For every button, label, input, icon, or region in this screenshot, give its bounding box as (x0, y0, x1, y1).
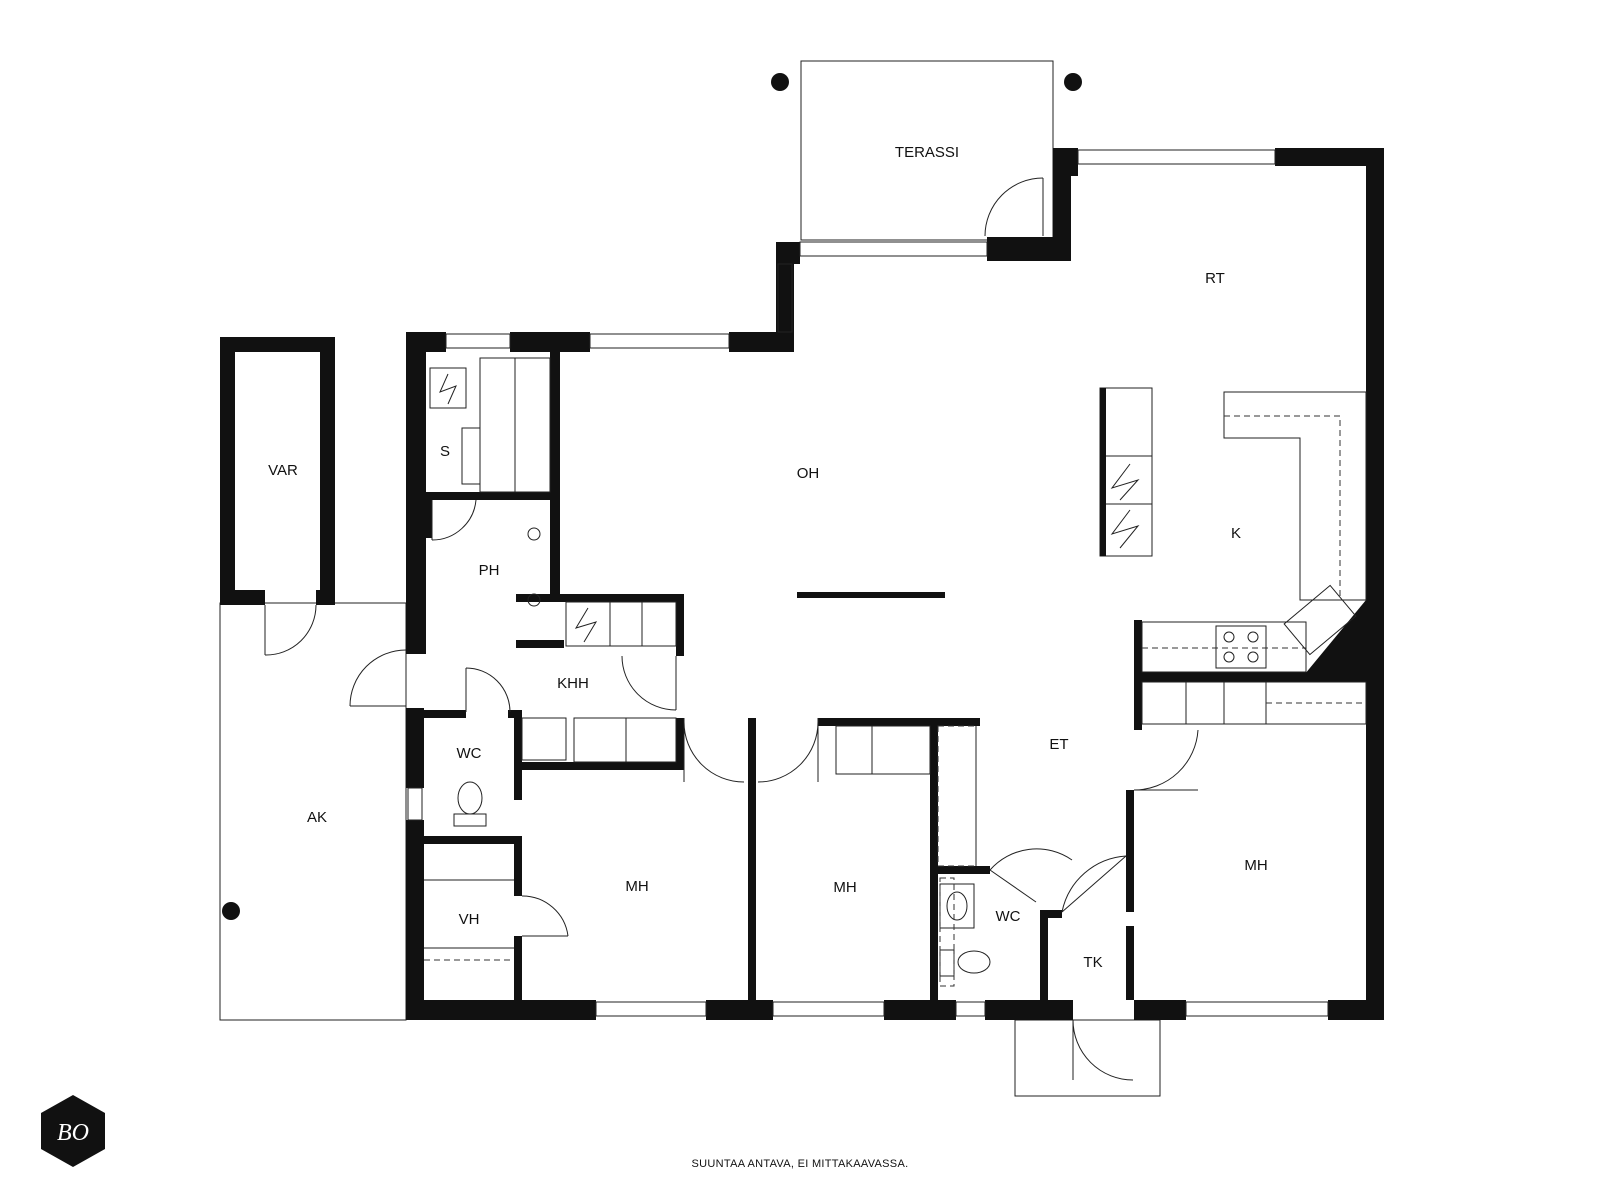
windows (407, 149, 1329, 1017)
room-label-var: VAR (268, 462, 298, 479)
var-storage-walls (220, 337, 335, 605)
exterior-walls (406, 148, 1384, 1020)
room-labels: TERASSI RT OH K VAR S PH KHH WC AK VH MH… (268, 144, 1268, 971)
terrace-posts (222, 73, 1082, 920)
doors (264, 177, 1199, 1081)
room-label-tk: TK (1083, 954, 1102, 971)
room-label-vh: VH (459, 911, 480, 928)
room-label-wc-left: WC (457, 745, 482, 762)
plan-caption: SUUNTAA ANTAVA, EI MITTAKAAVASSA. (692, 1158, 909, 1170)
room-label-wc-right: WC (996, 908, 1021, 925)
room-label-mh-2: MH (833, 879, 856, 896)
logo-text: BO (57, 1120, 89, 1146)
room-label-rt: RT (1205, 270, 1225, 287)
room-label-k: K (1231, 525, 1241, 542)
room-label-mh-1: MH (625, 878, 648, 895)
room-label-terassi: TERASSI (895, 144, 959, 161)
room-label-oh: OH (797, 465, 820, 482)
room-label-mh-3: MH (1244, 857, 1267, 874)
thin-outlines (219, 60, 1161, 1097)
room-label-ph: PH (479, 562, 500, 579)
interior-walls (424, 352, 1368, 1000)
room-label-ak: AK (307, 809, 327, 826)
room-label-et: ET (1049, 736, 1068, 753)
room-label-khh: KHH (557, 675, 589, 692)
logo: BO (41, 1095, 105, 1167)
room-label-s: S (440, 443, 450, 460)
fixtures (424, 357, 1367, 987)
